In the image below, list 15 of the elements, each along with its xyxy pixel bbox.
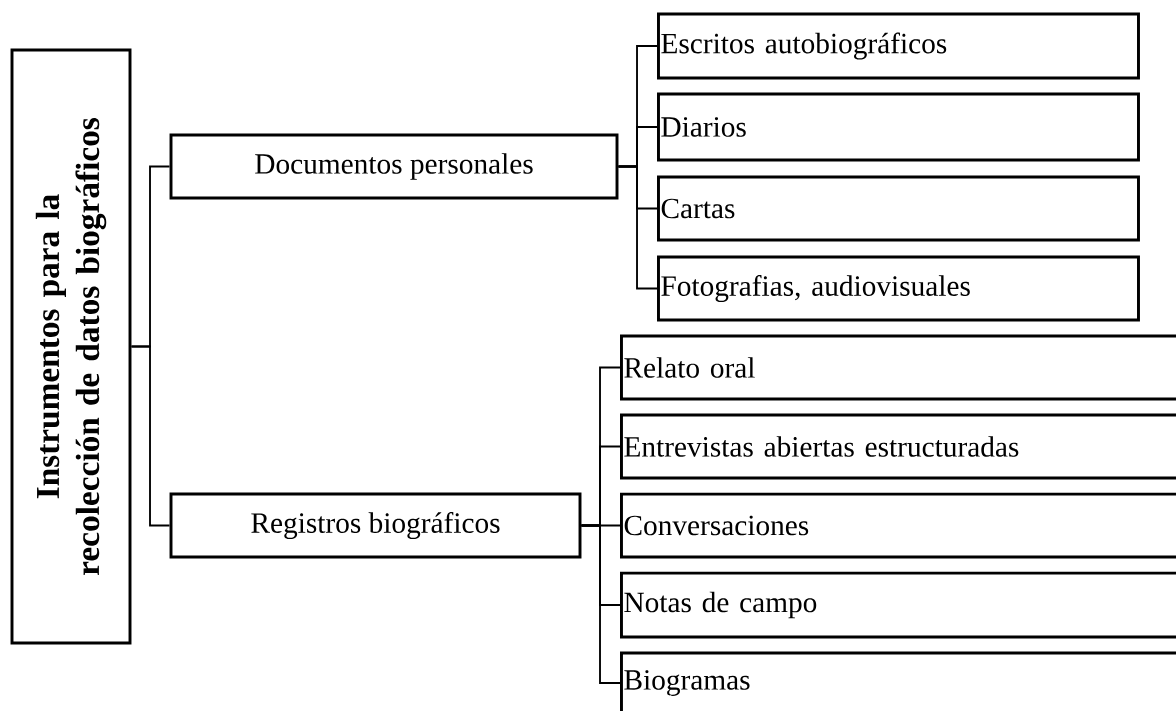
connector [580, 524, 621, 684]
connector [130, 345, 171, 527]
connector [617, 165, 658, 290]
item-box: Escritos autobiográficos [657, 12, 1140, 80]
category-box: Registros biográficos [169, 492, 582, 559]
item-box: Cartas [657, 175, 1140, 242]
category-box: Documentos personales [169, 133, 619, 200]
item-box: Relato oral [620, 334, 1176, 401]
item-box: Entrevistas abiertas estructuradas [620, 413, 1176, 480]
item-box: Diarios [657, 92, 1140, 162]
item-box: Fotografias, audiovisuales [657, 255, 1140, 322]
item-box: Biogramas [620, 651, 1176, 711]
item-box: Notas de campo [620, 571, 1176, 639]
category-box: Instrumentos para la recolección de datos biográficos [10, 48, 132, 645]
item-box: Conversaciones [620, 492, 1176, 559]
